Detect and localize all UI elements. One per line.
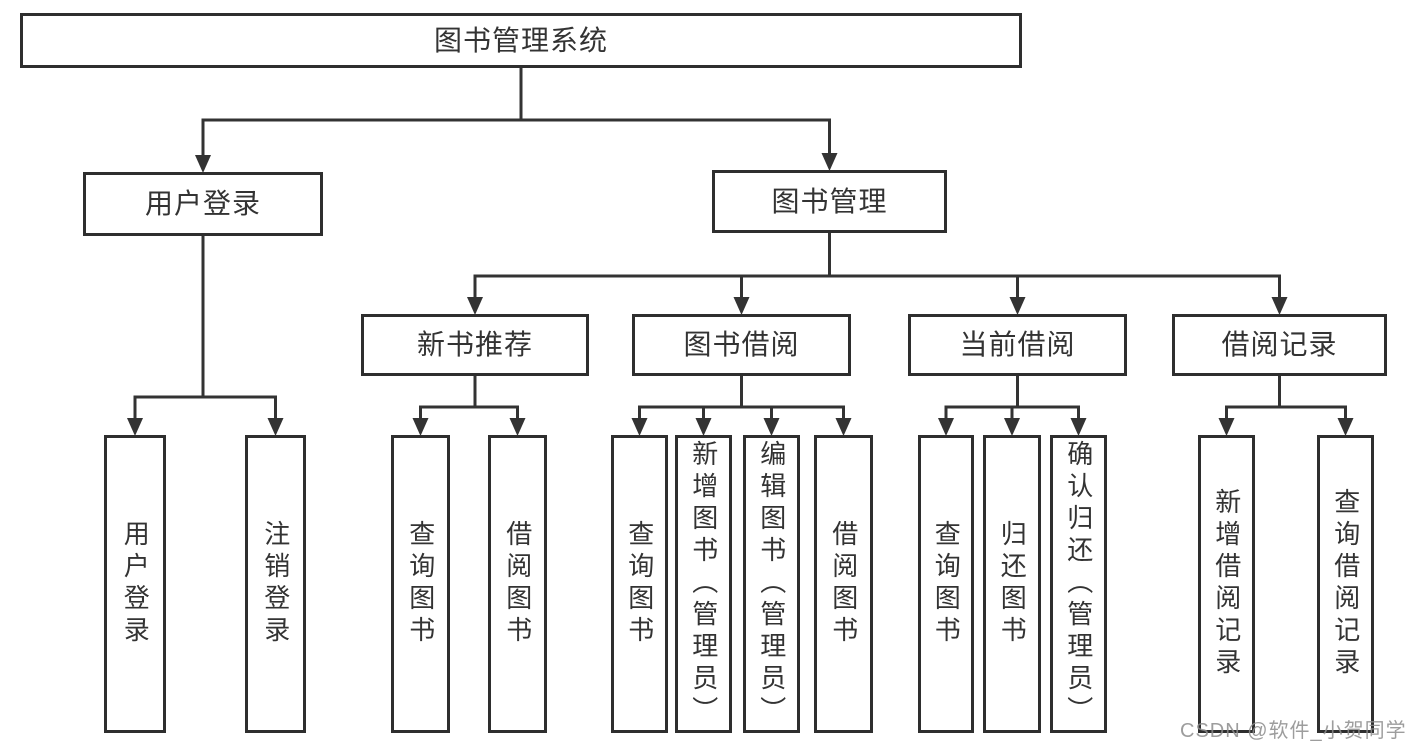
node-user-login: 用户登录 bbox=[83, 172, 323, 236]
arrowhead-icon bbox=[195, 155, 211, 173]
arrowhead-icon bbox=[467, 297, 483, 315]
node-leaf-query-2: 查询图书 bbox=[611, 435, 668, 733]
node-book-borrow: 图书借阅 bbox=[632, 314, 851, 376]
node-new-book: 新书推荐 bbox=[361, 314, 589, 376]
node-root: 图书管理系统 bbox=[20, 13, 1022, 68]
arrowhead-icon bbox=[938, 418, 954, 436]
watermark: CSDN @软件_小贺同学 bbox=[1180, 720, 1405, 742]
arrowhead-icon bbox=[763, 418, 780, 436]
node-leaf-borrow-1: 借阅图书 bbox=[488, 435, 547, 733]
arrowhead-icon bbox=[1218, 418, 1235, 436]
node-leaf-confirm: 确认归还（管理员） bbox=[1050, 435, 1107, 733]
node-leaf-query-3: 查询图书 bbox=[918, 435, 974, 733]
arrowhead-icon bbox=[695, 418, 712, 436]
node-leaf-add-record: 新增借阅记录 bbox=[1198, 435, 1255, 733]
arrowhead-icon bbox=[835, 418, 852, 436]
node-leaf-return: 归还图书 bbox=[983, 435, 1041, 733]
arrowhead-icon bbox=[733, 297, 750, 315]
node-leaf-logout: 注销登录 bbox=[245, 435, 306, 733]
node-borrow-rec: 借阅记录 bbox=[1172, 314, 1387, 376]
arrowhead-icon bbox=[127, 418, 143, 436]
arrowhead-icon bbox=[267, 418, 284, 436]
arrowhead-icon bbox=[412, 418, 429, 436]
arrowhead-icon bbox=[1070, 418, 1087, 436]
arrowhead-icon bbox=[1004, 418, 1020, 436]
node-leaf-edit-book: 编辑图书（管理员） bbox=[743, 435, 800, 733]
node-book-mgmt: 图书管理 bbox=[712, 170, 947, 233]
arrowhead-icon bbox=[1009, 297, 1026, 315]
node-leaf-query-1: 查询图书 bbox=[391, 435, 450, 733]
arrowhead-icon bbox=[509, 418, 526, 436]
arrowhead-icon bbox=[1271, 297, 1288, 315]
node-cur-borrow: 当前借阅 bbox=[908, 314, 1127, 376]
node-leaf-add-book: 新增图书（管理员） bbox=[675, 435, 732, 733]
arrowhead-icon bbox=[821, 153, 838, 171]
node-leaf-borrow-2: 借阅图书 bbox=[814, 435, 873, 733]
node-leaf-login: 用户登录 bbox=[104, 435, 166, 733]
connector-path bbox=[133, 66, 1347, 423]
arrowhead-icon bbox=[1337, 418, 1354, 436]
node-leaf-query-record: 查询借阅记录 bbox=[1317, 435, 1374, 733]
arrowhead-icon bbox=[631, 418, 648, 436]
